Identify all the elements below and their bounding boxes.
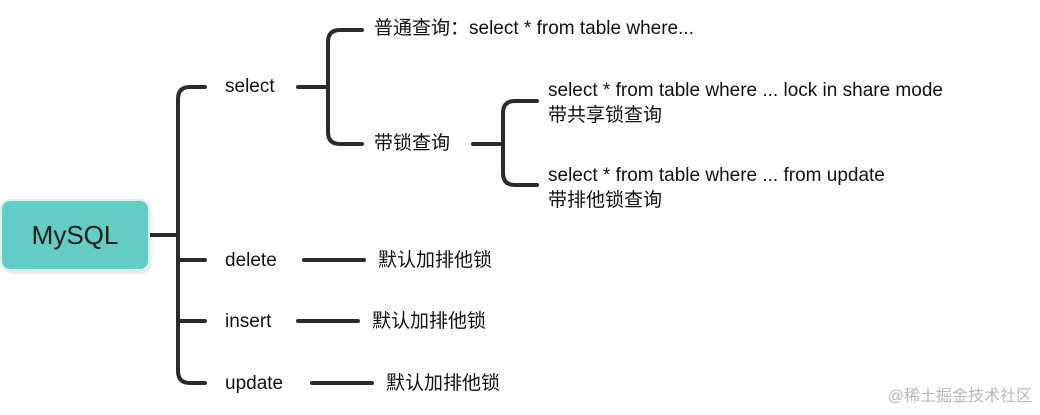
root-label: MySQL <box>31 219 119 250</box>
node-update: update <box>225 373 284 394</box>
node-update-lock: 默认加排他锁 <box>386 373 501 394</box>
node-exclusive-lock-desc: 带排他锁查询 <box>548 190 663 211</box>
main-spine <box>176 85 207 385</box>
node-shared-lock-desc: 带共享锁查询 <box>548 105 663 126</box>
select-spine <box>326 28 364 146</box>
node-select: select <box>225 76 275 97</box>
node-shared-lock-sql: select * from table where ... lock in sh… <box>548 80 943 101</box>
node-delete-lock: 默认加排他锁 <box>378 250 493 271</box>
node-insert: insert <box>225 311 272 332</box>
node-exclusive-lock-sql: select * from table where ... from updat… <box>548 165 885 186</box>
node-insert-lock: 默认加排他锁 <box>372 311 487 332</box>
watermark: @稀土掘金技术社区 <box>887 388 1032 405</box>
node-normal-query: 普通查询：select * from table where... <box>374 18 694 39</box>
node-delete: delete <box>225 250 277 271</box>
locked-query-spine <box>501 99 539 187</box>
root-node-mysql: MySQL <box>2 201 148 269</box>
node-locked-query: 带锁查询 <box>374 133 451 154</box>
